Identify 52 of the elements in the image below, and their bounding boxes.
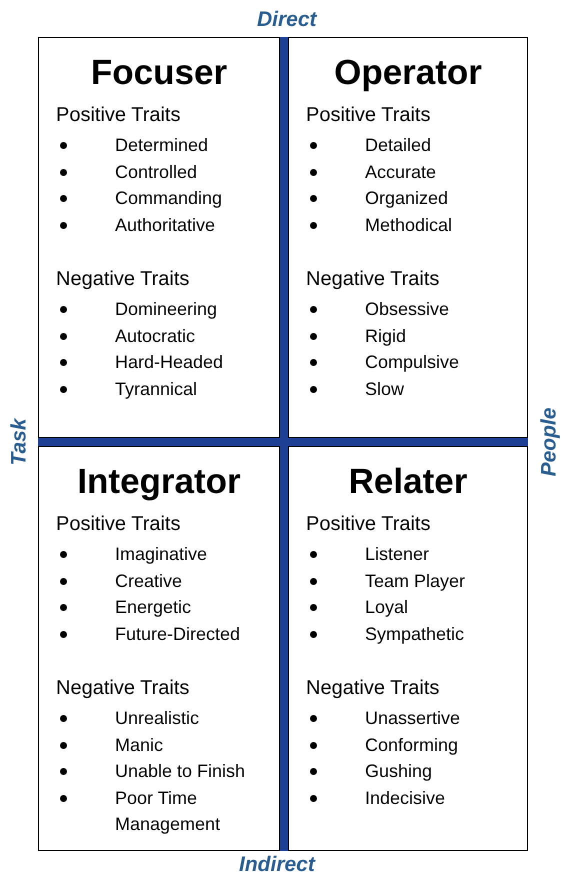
trait-item: Unrealistic: [115, 707, 200, 730]
section-heading: Positive Traits: [56, 103, 180, 128]
trait-item: Poor Time Management: [115, 786, 222, 836]
trait-item: Authoritative: [115, 214, 216, 236]
trait-item: Hard-Headed: [115, 351, 224, 374]
trait-item: Methodical: [365, 214, 454, 236]
trait-item: Conforming: [365, 734, 460, 757]
section-heading: Negative Traits: [56, 676, 190, 701]
trait-item: Autocratic: [115, 324, 196, 348]
axis-label: People: [536, 408, 561, 476]
quadrant-title: Operator: [333, 52, 483, 94]
trait-item: Detailed: [365, 134, 432, 157]
trait-item: Domineering: [115, 298, 218, 321]
trait-item: Sympathetic: [365, 622, 466, 646]
quadrant-title: Integrator: [76, 461, 242, 503]
trait-item: Commanding: [115, 187, 224, 210]
trait-item: Controlled: [115, 160, 198, 184]
trait-item: Creative: [115, 570, 184, 592]
trait-item: Loyal: [365, 596, 410, 619]
trait-item: Accurate: [365, 160, 438, 184]
axis-label: Indirect: [239, 853, 315, 875]
trait-item: Listener: [365, 543, 430, 566]
trait-item: Determined: [115, 134, 210, 157]
trait-item: Organized: [365, 187, 450, 210]
trait-item: Unassertive: [365, 707, 462, 730]
quadrant-panel: [38, 37, 280, 438]
section-heading: Negative Traits: [56, 267, 190, 292]
section-heading: Positive Traits: [56, 512, 180, 537]
axis-label: Direct: [257, 8, 317, 32]
trait-item: Tyrannical: [115, 378, 198, 401]
section-heading: Negative Traits: [306, 676, 440, 701]
trait-item: Gushing: [365, 760, 434, 783]
section-heading: Negative Traits: [306, 267, 440, 292]
trait-item: Team Player: [365, 570, 466, 593]
trait-item: Indecisive: [365, 786, 446, 810]
quadrant-panel: [288, 37, 528, 438]
trait-item: Rigid: [365, 324, 408, 348]
trait-item: Imaginative: [115, 543, 208, 566]
quadrant-title: Relater: [348, 461, 468, 503]
axis-label: Task: [7, 418, 32, 466]
trait-item: Manic: [115, 734, 164, 756]
quadrant-panel: [288, 446, 528, 851]
quadrant-panel: [38, 446, 280, 851]
trait-item: Slow: [365, 378, 406, 400]
section-heading: Positive Traits: [306, 512, 430, 537]
trait-item: Obsessive: [365, 298, 450, 321]
trait-item: Future-Directed: [115, 622, 242, 646]
section-heading: Positive Traits: [306, 103, 430, 128]
quadrant-title: Focuser: [90, 52, 228, 94]
trait-item: Energetic: [115, 596, 192, 619]
trait-item: Unable to Finish: [115, 760, 246, 783]
trait-item: Compulsive: [365, 351, 460, 374]
